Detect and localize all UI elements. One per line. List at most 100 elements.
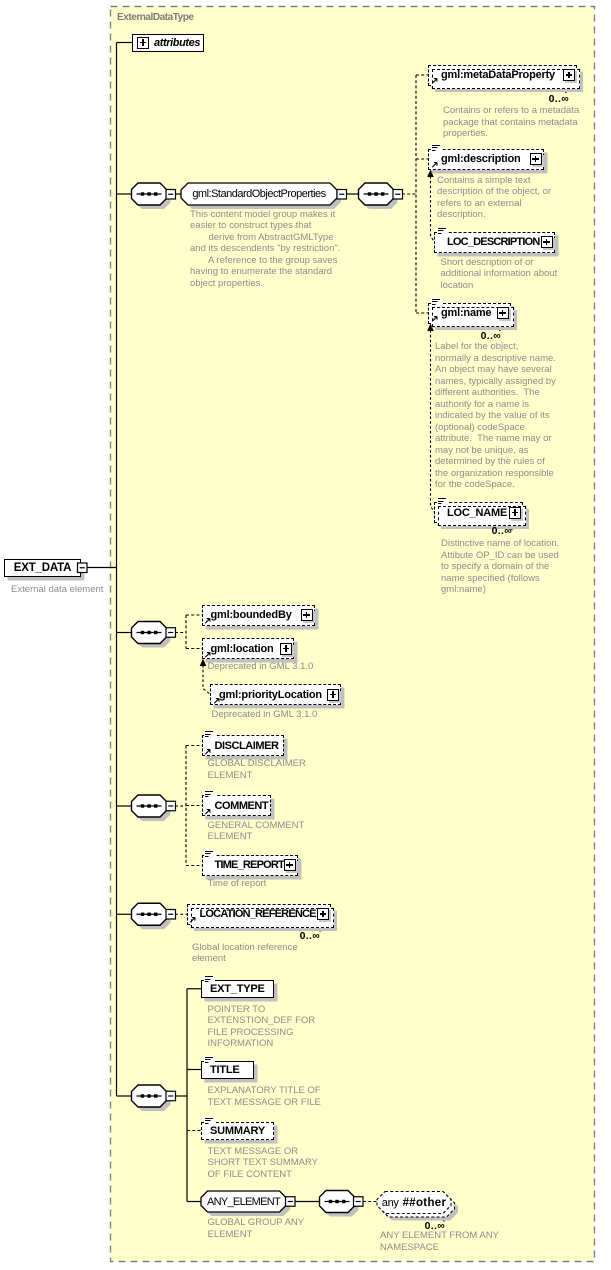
expand-icon[interactable] [563, 69, 575, 81]
sequence-dot [140, 630, 145, 635]
sequence-dot [147, 1094, 151, 1098]
element-EXT_DATA[interactable]: EXT_DATA [4, 558, 81, 577]
sequence-dot [335, 1199, 339, 1204]
sequence-dot [381, 192, 385, 196]
element-TIME_REPORT[interactable]: TIME_REPORT [201, 850, 298, 876]
sequence-dot [154, 192, 158, 196]
attributes-box[interactable]: attributes [132, 33, 204, 52]
annotation-priorityLocation: Deprecated in GML 3.1.0 [211, 708, 318, 720]
occurrence-label: 0..∞ [299, 929, 320, 942]
element-label: TITLE [210, 1063, 240, 1076]
expand-icon[interactable] [327, 688, 339, 701]
expand-icon[interactable] [509, 506, 521, 519]
substitution-arrowheads [199, 169, 434, 666]
document-icon [204, 790, 215, 799]
expand-icon[interactable] [300, 609, 313, 621]
element-LOC_NAME[interactable]: LOC_NAME [434, 497, 526, 526]
occurrence-label: 0..∞ [548, 93, 569, 105]
reference-arrow-icon [213, 697, 220, 704]
element-label: gml:description [441, 153, 521, 165]
element-gml-boundedBy[interactable]: gml:boundedBy [201, 604, 315, 626]
document-icon [203, 975, 215, 984]
element-TITLE[interactable]: TITLE [201, 1056, 254, 1079]
annotation-location: Deprecated in GML 3.1.0 [207, 660, 314, 672]
element-label: gml:priorityLocation [219, 688, 322, 701]
sequence-dot [140, 192, 145, 196]
optional-connectors [175, 74, 429, 1203]
annotation-TIME_REPORT: Time of report [207, 877, 267, 889]
element-DISCLAIMER[interactable]: DISCLAIMER [201, 730, 284, 756]
sequence-dot [147, 804, 151, 808]
complex-type-title: ExternalDataType [117, 12, 194, 23]
annotation-EXT_DATA: External data element [11, 584, 104, 595]
document-icon [430, 144, 442, 152]
group-shape-StandardObjectProperties [180, 182, 338, 206]
element-EXT_TYPE[interactable]: EXT_TYPE [201, 975, 274, 998]
reference-arrow-icon [204, 617, 211, 624]
document-icon [436, 497, 448, 506]
sequence-dot [154, 630, 158, 635]
expand-attributes-icon[interactable] [137, 36, 149, 49]
element-gml-priorityLocation[interactable]: gml:priorityLocation [210, 684, 341, 705]
document-icon [203, 1056, 215, 1064]
group-ANY_ELEMENT[interactable]: ANY_ELEMENT [207, 1195, 281, 1208]
expand-icon[interactable] [280, 642, 292, 655]
document-icon [436, 227, 448, 235]
element-label: gml:name [441, 307, 492, 319]
sequence-dot [367, 192, 372, 196]
tree-connectors [86, 41, 359, 1203]
wildcard-label: ##other [402, 1197, 447, 1209]
repeat-backbox [432, 306, 514, 327]
reference-arrow-icon [204, 748, 211, 755]
annotation-name: Label for the object,normally a descript… [435, 341, 556, 490]
occurrence-label: 0..∞ [491, 525, 512, 537]
element-label: gml:boundedBy [210, 609, 292, 621]
sequence-dot [374, 192, 378, 196]
reference-arrow-icon [204, 651, 211, 658]
element-gml-description[interactable]: gml:description [428, 144, 544, 170]
expand-icon[interactable] [317, 908, 329, 920]
element-SUMMARY[interactable]: SUMMARY [201, 1117, 274, 1140]
wildcard-shape [376, 1190, 452, 1215]
element-label: DISCLAIMER [214, 739, 279, 752]
expand-icon[interactable] [283, 859, 296, 871]
element-gml-location[interactable]: gml:location [201, 638, 294, 659]
occurrence-label: 0..∞ [424, 1219, 445, 1232]
sequence-dot [140, 804, 145, 808]
expand-icon[interactable] [496, 307, 509, 319]
sequence-dot [154, 804, 158, 808]
group-gml-StandardObjectProperties[interactable]: gml:StandardObjectProperties [192, 188, 326, 200]
element-LOCATION_REFERENCE[interactable]: LOCATION_REFERENCE [186, 903, 334, 928]
expand-icon[interactable] [540, 236, 553, 248]
document-icon [203, 1117, 215, 1125]
element-gml-metaDataProperty[interactable]: gml:metaDataProperty [428, 64, 580, 89]
sequence-dot [342, 1199, 346, 1204]
element-COMMENT[interactable]: COMMENT [201, 790, 271, 816]
reference-arrow-icon [189, 916, 196, 923]
expand-icon[interactable] [529, 153, 542, 165]
reference-arrow-icon [431, 77, 438, 84]
complex-type-container [109, 5, 596, 1263]
element-label: COMMENT [214, 799, 269, 812]
attributes-label: attributes [154, 36, 201, 49]
substitution-arrows [202, 176, 435, 695]
sequence-dot [154, 1094, 158, 1098]
sequence-dot [154, 912, 158, 916]
element-gml-name[interactable]: gml:name [428, 298, 514, 327]
reference-arrow-icon [204, 808, 211, 815]
sequence-dot [147, 912, 151, 916]
element-LOC_DESCRIPTION[interactable]: LOC_DESCRIPTION [434, 227, 555, 253]
element-label: LOCATION_REFERENCE [199, 908, 317, 920]
document-icon [204, 850, 215, 858]
occurrence-label: 0..∞ [480, 329, 501, 342]
wildcard-any-other[interactable]: any ##other [377, 1192, 451, 1215]
